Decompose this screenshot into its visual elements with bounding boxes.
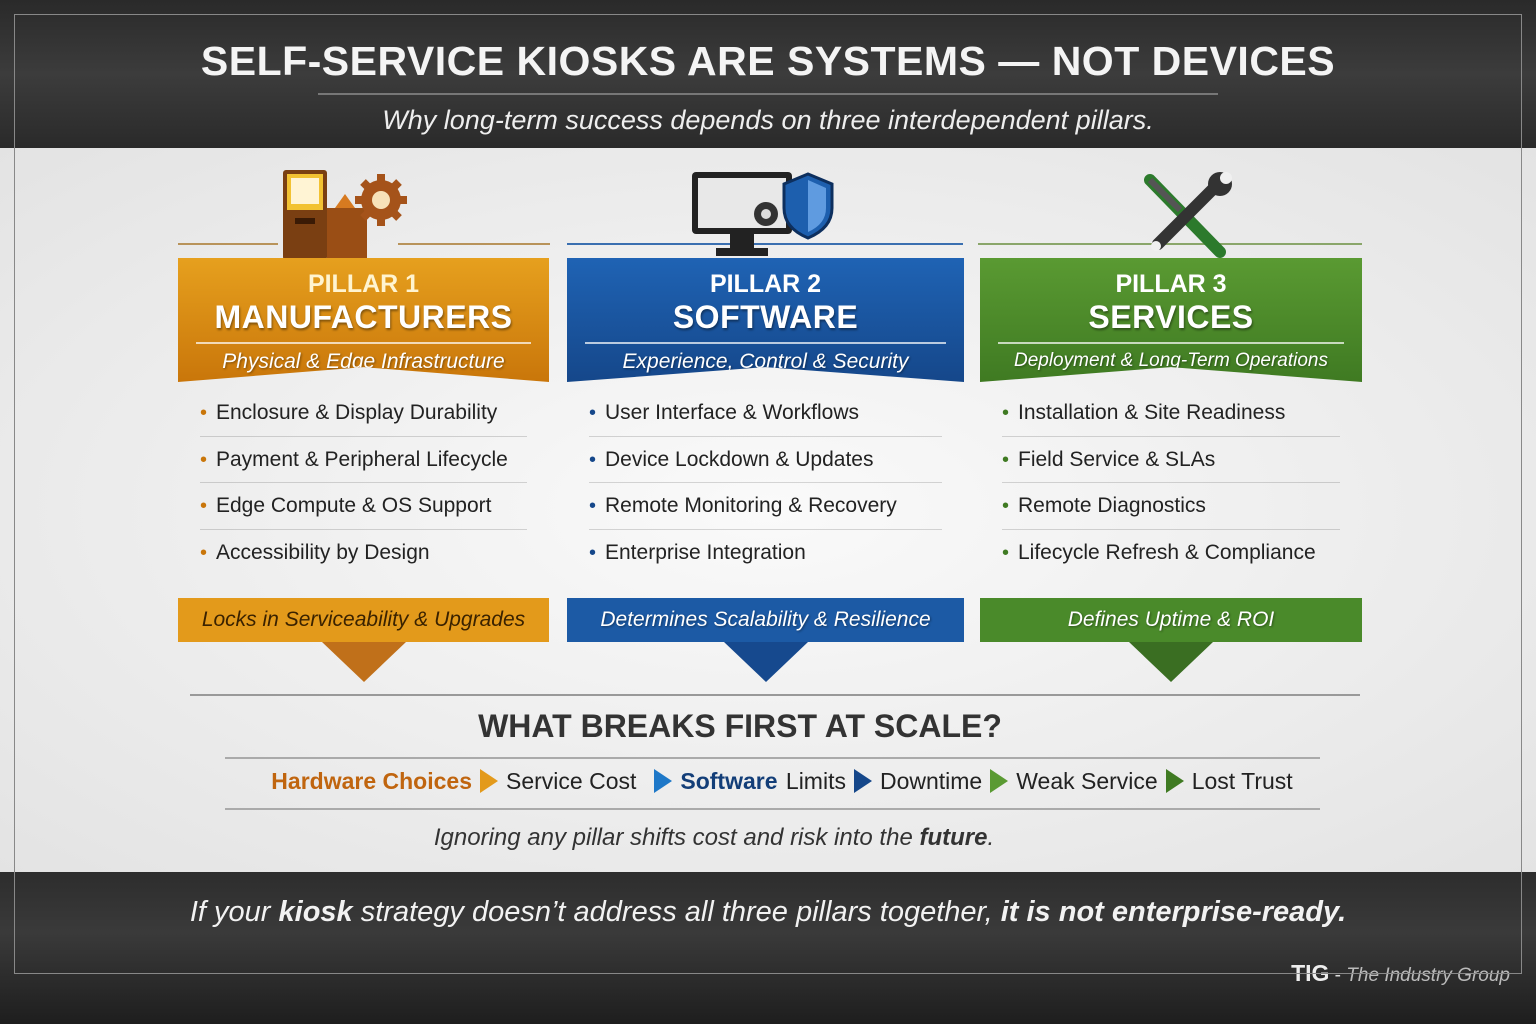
pillar-subtitle: Deployment & Long-Term Operations xyxy=(1013,350,1328,371)
item-text: Remote Monitoring & Recovery xyxy=(605,494,897,517)
chain-step: Service Cost xyxy=(506,768,637,794)
chain-step: Software xyxy=(680,768,778,794)
kiosk-gear-icon xyxy=(283,170,407,260)
monitor-shield-icon xyxy=(692,172,834,256)
down-arrow-icon xyxy=(321,642,406,682)
item-text: Field Service & SLAs xyxy=(1018,447,1216,471)
footer-text: strategy doesn’t address all three pilla… xyxy=(352,896,1001,928)
item-text: Edge Compute & OS Support xyxy=(216,494,492,517)
arrow-right-icon xyxy=(1165,769,1184,793)
scale-note: Ignoring any pillar shifts cost and risk… xyxy=(0,824,1428,852)
pillar-footer: Defines Uptime & ROI xyxy=(980,598,1362,642)
divider xyxy=(567,243,963,245)
chain-step: Weak Service xyxy=(1016,768,1158,794)
divider xyxy=(398,243,550,245)
list-item: •Edge Compute & OS Support xyxy=(200,483,527,530)
divider xyxy=(585,342,946,344)
list-item: •User Interface & Workflows xyxy=(589,390,942,437)
arrow-right-icon xyxy=(853,769,872,793)
pillar-items: •Enclosure & Display Durability •Payment… xyxy=(178,382,549,576)
pillar-items: •Installation & Site Readiness •Field Se… xyxy=(980,382,1362,576)
pillar-items: •User Interface & Workflows •Device Lock… xyxy=(567,382,964,576)
arrow-right-icon xyxy=(990,769,1009,793)
pillar-label: PILLAR 3 xyxy=(1115,270,1227,298)
chain-step: Limits xyxy=(785,768,846,794)
item-text: Payment & Peripheral Lifecycle xyxy=(216,447,508,471)
footer-band: If your kiosk strategy doesn’t address a… xyxy=(0,872,1536,1024)
divider xyxy=(318,93,1218,95)
divider xyxy=(178,243,278,245)
chain-step: Downtime xyxy=(879,768,983,794)
note-emphasis: future xyxy=(919,824,988,851)
pillar-card-manufacturers: PILLAR 1 MANUFACTURERS Physical & Edge I… xyxy=(178,258,549,682)
pillar-card-software: PILLAR 2 SOFTWARE Experience, Control & … xyxy=(567,258,964,682)
divider xyxy=(196,342,531,344)
brand-name: The Industry Group xyxy=(1346,965,1510,986)
item-text: Lifecycle Refresh & Compliance xyxy=(1018,540,1316,564)
page-subtitle: Why long-term success depends on three i… xyxy=(382,105,1154,135)
divider xyxy=(998,342,1344,344)
divider xyxy=(225,808,1320,810)
brand-mark: TIG xyxy=(1291,960,1330,986)
wrench-screwdriver-icon xyxy=(1144,172,1232,258)
divider xyxy=(225,757,1320,759)
list-item: •Payment & Peripheral Lifecycle xyxy=(200,437,527,483)
pillar-footer: Determines Scalability & Resilience xyxy=(567,598,964,642)
pillar-subtitle: Experience, Control & Security xyxy=(622,350,909,373)
footer-text: If your xyxy=(189,896,279,928)
list-item: •Accessibility by Design xyxy=(200,540,430,564)
down-arrow-icon xyxy=(723,642,808,682)
down-arrow-icon xyxy=(1129,642,1213,682)
scale-question: WHAT BREAKS FIRST AT SCALE? xyxy=(478,708,1002,744)
arrow-right-icon xyxy=(480,769,498,793)
pillar-name: MANUFACTURERS xyxy=(214,299,513,335)
pillar-label: PILLAR 2 xyxy=(709,270,822,298)
pillar-header: PILLAR 3 SERVICES Deployment & Long-Term… xyxy=(980,258,1362,382)
list-item: •Remote Monitoring & Recovery xyxy=(589,483,942,530)
pillar-name: SERVICES xyxy=(1088,299,1254,335)
pillar-card-services: PILLAR 3 SERVICES Deployment & Long-Term… xyxy=(980,258,1362,682)
note-text: Ignoring any pillar shifts cost and risk… xyxy=(433,824,920,851)
pillar-label: PILLAR 1 xyxy=(307,270,420,298)
pillar-name: SOFTWARE xyxy=(672,299,859,335)
list-item: •Lifecycle Refresh & Compliance xyxy=(1002,540,1316,564)
brand-logo: TIG - The Industry Group xyxy=(1291,960,1510,987)
pillar-header: PILLAR 2 SOFTWARE Experience, Control & … xyxy=(567,258,964,382)
pillar-footer: Locks in Serviceability & Upgrades xyxy=(178,598,549,642)
list-item: •Installation & Site Readiness xyxy=(1002,390,1340,437)
page-title: SELF-SERVICE KIOSKS ARE SYSTEMS — NOT DE… xyxy=(200,38,1336,84)
footer-emphasis: kiosk xyxy=(278,896,353,928)
item-text: Enterprise Integration xyxy=(605,540,806,564)
chain-step: Hardware Choices xyxy=(271,768,472,794)
list-item: •Field Service & SLAs xyxy=(1002,437,1340,483)
brand-separator: - xyxy=(1329,965,1347,986)
chain-step: Lost Trust xyxy=(1191,768,1293,794)
list-item: •Enterprise Integration xyxy=(589,540,806,564)
item-text: Remote Diagnostics xyxy=(1018,494,1206,517)
list-item: •Device Lockdown & Updates xyxy=(589,437,942,483)
failure-chain: Hardware Choices Service Cost Software Lim… xyxy=(0,768,1536,795)
pillar-header: PILLAR 1 MANUFACTURERS Physical & Edge I… xyxy=(178,258,549,382)
item-text: Device Lockdown & Updates xyxy=(605,447,874,471)
pillar-subtitle: Physical & Edge Infrastructure xyxy=(222,350,505,373)
item-text: Enclosure & Display Durability xyxy=(216,401,498,424)
arrow-right-icon xyxy=(654,769,673,793)
list-item: •Remote Diagnostics xyxy=(1002,483,1340,530)
footer-emphasis: it is not enterprise-ready. xyxy=(1000,896,1347,928)
divider xyxy=(978,243,1362,245)
item-text: User Interface & Workflows xyxy=(605,401,860,424)
item-text: Installation & Site Readiness xyxy=(1018,401,1286,424)
list-item: •Enclosure & Display Durability xyxy=(200,390,527,437)
divider xyxy=(190,694,1360,696)
item-text: Accessibility by Design xyxy=(216,540,430,564)
note-text: . xyxy=(987,824,995,851)
footer-statement: If your kiosk strategy doesn’t address a… xyxy=(0,896,1536,929)
header-band: SELF-SERVICE KIOSKS ARE SYSTEMS — NOT DE… xyxy=(0,0,1536,148)
